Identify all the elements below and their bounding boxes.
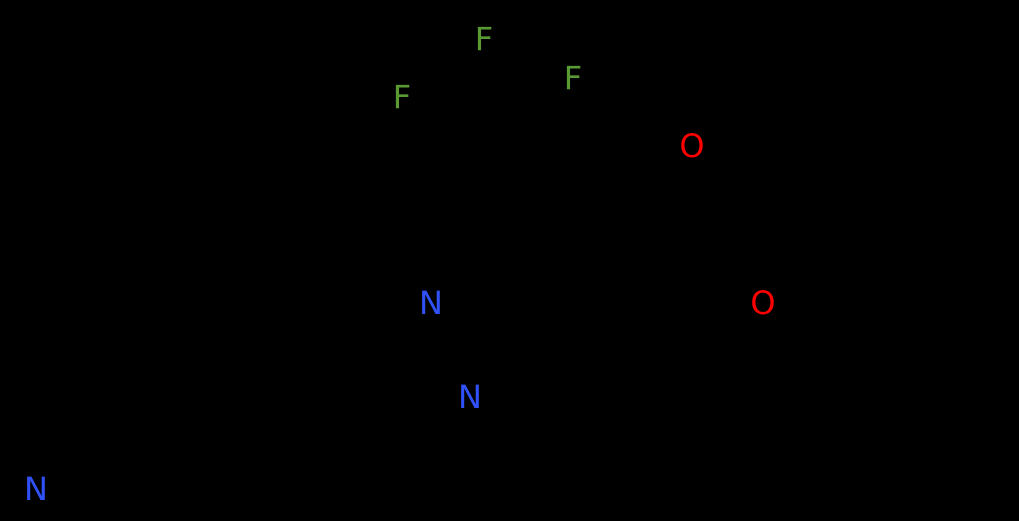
atom-oxygen-carbonyl: O (679, 127, 705, 165)
atom-nitrogen-pyridine: N (24, 470, 48, 508)
atom-fluorine-2: F (392, 78, 412, 116)
atom-nitrogen-pyrazole-2: N (458, 378, 482, 416)
atom-fluorine-3: F (563, 59, 583, 97)
atom-oxygen-ester: O (750, 284, 776, 322)
atom-nitrogen-pyrazole-1: N (419, 284, 443, 322)
atom-fluorine-1: F (474, 20, 494, 58)
